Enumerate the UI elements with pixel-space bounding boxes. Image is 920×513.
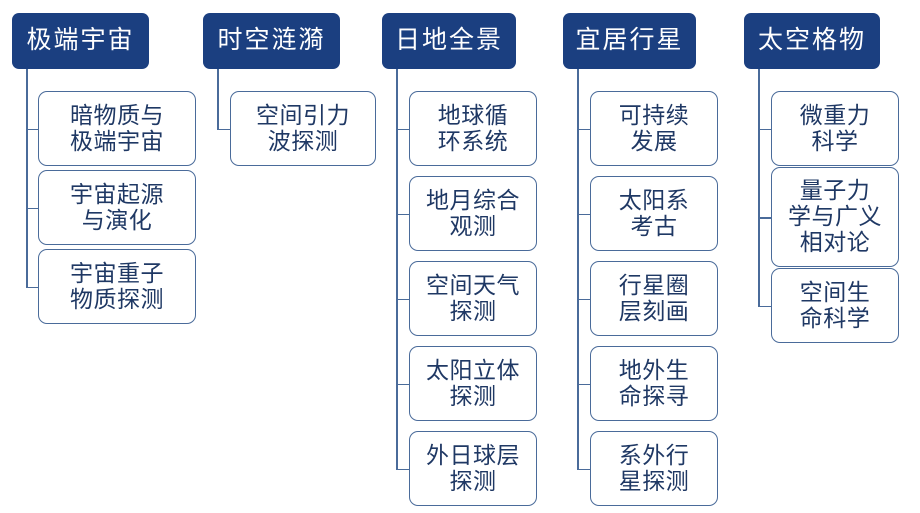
child-box-sun-earth-panorama-4[interactable]: 外日球层探测 <box>409 431 537 506</box>
child-box-line: 物质探测 <box>70 286 164 312</box>
connector-branch-extreme-universe-0 <box>26 128 38 131</box>
child-box-line: 暗物质与 <box>70 102 164 128</box>
connector-branch-sun-earth-panorama-1 <box>396 213 409 216</box>
child-box-line: 行星圈 <box>618 272 690 298</box>
child-box-line: 层刻画 <box>618 298 690 324</box>
child-box-line: 系外行 <box>618 442 690 468</box>
child-box-line: 量子力 <box>799 178 871 204</box>
child-box-line: 极端宇宙 <box>70 128 164 154</box>
connector-branch-extreme-universe-1 <box>26 207 38 210</box>
child-box-space-investigation-2[interactable]: 空间生命科学 <box>771 268 899 343</box>
child-box-line: 空间天气 <box>426 272 520 298</box>
child-box-label: 外日球层探测 <box>426 443 520 495</box>
child-box-line: 与演化 <box>81 207 153 233</box>
child-box-sun-earth-panorama-1[interactable]: 地月综合观测 <box>409 176 537 251</box>
connector-branch-habitable-planets-4 <box>577 468 590 471</box>
child-box-line: 宇宙重子 <box>70 260 164 286</box>
child-box-label: 地月综合观测 <box>426 188 520 240</box>
child-box-label: 系外行星探测 <box>619 443 690 495</box>
connector-branch-habitable-planets-0 <box>577 128 590 131</box>
child-box-line: 地月综合 <box>426 187 520 213</box>
child-box-space-investigation-1[interactable]: 量子力学与广义相对论 <box>771 167 899 267</box>
connector-branch-space-investigation-1 <box>758 217 771 219</box>
child-box-label: 行星圈层刻画 <box>619 273 690 325</box>
child-box-line: 地外生 <box>618 357 690 383</box>
child-box-line: 地球循 <box>437 102 509 128</box>
child-box-line: 探测 <box>449 298 497 324</box>
child-box-line: 观测 <box>449 213 497 239</box>
connector-trunk-spacetime-ripples <box>217 69 219 129</box>
child-box-label: 宇宙起源与演化 <box>70 182 164 234</box>
child-box-label: 暗物质与极端宇宙 <box>70 103 164 155</box>
connector-trunk-sun-earth-panorama <box>396 69 398 469</box>
child-box-label: 可持续发展 <box>619 103 690 155</box>
header-box-habitable-planets[interactable]: 宜居行星 <box>563 13 696 69</box>
child-box-habitable-planets-4[interactable]: 系外行星探测 <box>590 431 718 506</box>
child-box-habitable-planets-2[interactable]: 行星圈层刻画 <box>590 261 718 336</box>
child-box-line: 学与广义 <box>788 204 882 230</box>
child-box-line: 波探测 <box>267 128 339 154</box>
child-box-line: 星探测 <box>618 468 690 494</box>
child-box-line: 探测 <box>449 468 497 494</box>
connector-branch-sun-earth-panorama-4 <box>396 468 409 471</box>
connector-trunk-space-investigation <box>758 69 760 306</box>
connector-branch-habitable-planets-1 <box>577 213 590 216</box>
child-box-line: 空间引力 <box>256 102 350 128</box>
connector-branch-extreme-universe-2 <box>26 286 38 289</box>
connector-branch-sun-earth-panorama-0 <box>396 128 409 131</box>
child-box-line: 外日球层 <box>426 442 520 468</box>
child-box-extreme-universe-1[interactable]: 宇宙起源与演化 <box>38 170 196 245</box>
header-box-space-investigation[interactable]: 太空格物 <box>744 13 880 69</box>
child-box-line: 科学 <box>811 128 859 154</box>
child-box-sun-earth-panorama-0[interactable]: 地球循环系统 <box>409 91 537 166</box>
header-box-spacetime-ripples[interactable]: 时空涟漪 <box>203 13 340 69</box>
child-box-line: 太阳立体 <box>426 357 520 383</box>
child-box-line: 微重力 <box>799 102 871 128</box>
child-box-line: 太阳系 <box>618 187 690 213</box>
child-box-sun-earth-panorama-3[interactable]: 太阳立体探测 <box>409 346 537 421</box>
child-box-line: 可持续 <box>618 102 690 128</box>
child-box-extreme-universe-0[interactable]: 暗物质与极端宇宙 <box>38 91 196 166</box>
child-box-label: 空间引力波探测 <box>256 103 350 155</box>
connector-trunk-habitable-planets <box>577 69 579 469</box>
child-box-label: 太阳系考古 <box>619 188 690 240</box>
connector-branch-habitable-planets-2 <box>577 298 590 301</box>
child-box-sun-earth-panorama-2[interactable]: 空间天气探测 <box>409 261 537 336</box>
connector-branch-space-investigation-0 <box>758 128 771 131</box>
child-box-habitable-planets-0[interactable]: 可持续发展 <box>590 91 718 166</box>
child-box-habitable-planets-3[interactable]: 地外生命探寻 <box>590 346 718 421</box>
child-box-label: 太阳立体探测 <box>426 358 520 410</box>
connector-branch-sun-earth-panorama-3 <box>396 383 409 386</box>
child-box-spacetime-ripples-0[interactable]: 空间引力波探测 <box>230 91 376 166</box>
child-box-label: 空间天气探测 <box>426 273 520 325</box>
child-box-space-investigation-0[interactable]: 微重力科学 <box>771 91 899 166</box>
child-box-line: 命探寻 <box>618 383 690 409</box>
header-box-sun-earth-panorama[interactable]: 日地全景 <box>382 13 516 69</box>
connector-branch-space-investigation-2 <box>758 305 771 308</box>
child-box-habitable-planets-1[interactable]: 太阳系考古 <box>590 176 718 251</box>
child-box-label: 空间生命科学 <box>800 280 871 332</box>
child-box-label: 量子力学与广义相对论 <box>788 178 882 255</box>
child-box-line: 考古 <box>630 213 678 239</box>
child-box-label: 地球循环系统 <box>438 103 509 155</box>
child-box-line: 宇宙起源 <box>70 181 164 207</box>
child-box-line: 相对论 <box>799 229 871 255</box>
child-box-line: 命科学 <box>799 305 871 331</box>
header-box-extreme-universe[interactable]: 极端宇宙 <box>12 13 149 69</box>
child-box-extreme-universe-2[interactable]: 宇宙重子物质探测 <box>38 249 196 324</box>
connector-branch-spacetime-ripples-0 <box>217 128 230 131</box>
child-box-line: 探测 <box>449 383 497 409</box>
connector-branch-habitable-planets-3 <box>577 383 590 386</box>
connector-branch-sun-earth-panorama-2 <box>396 298 409 301</box>
child-box-line: 环系统 <box>437 128 509 154</box>
child-box-label: 地外生命探寻 <box>619 358 690 410</box>
child-box-label: 宇宙重子物质探测 <box>70 261 164 313</box>
connector-trunk-extreme-universe <box>26 69 28 287</box>
child-box-line: 发展 <box>630 128 678 154</box>
child-box-line: 空间生 <box>799 279 871 305</box>
child-box-label: 微重力科学 <box>800 103 871 155</box>
